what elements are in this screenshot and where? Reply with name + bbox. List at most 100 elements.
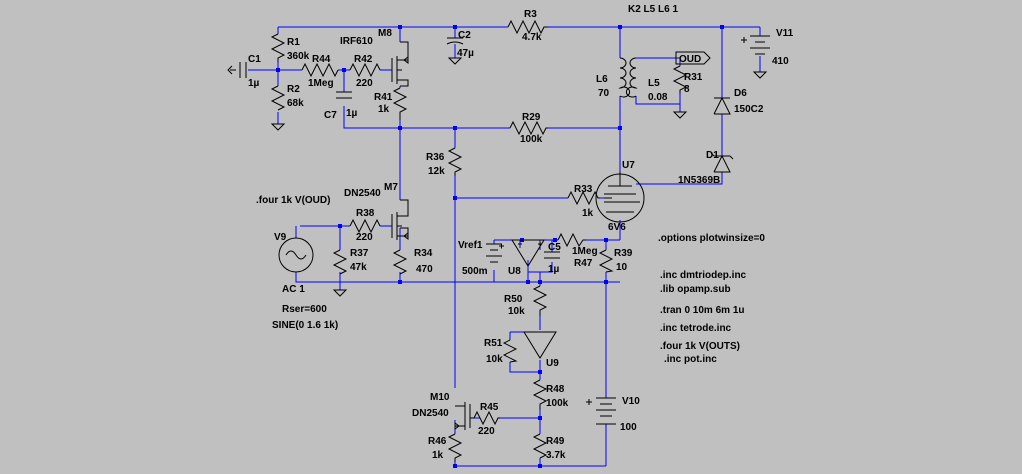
resistor-R1: R1 360k — [270, 33, 310, 62]
C2-value: 47µ — [457, 48, 474, 59]
tube-U7: U7 6V6 — [595, 160, 645, 233]
R45-value: 220 — [478, 426, 495, 437]
R47-value: 1Meg — [572, 246, 598, 257]
resistor-R44: R44 1Meg — [301, 54, 339, 89]
directive-options: .options plotwinsize=0 — [658, 233, 765, 244]
junctions — [276, 25, 724, 468]
R46-value: 1k — [432, 450, 444, 461]
resistor-R38: R38 220 — [349, 208, 381, 243]
directive-inc-dmtriodep: .inc dmtriodep.inc — [660, 270, 747, 281]
R29-value: 100k — [520, 134, 543, 145]
R33-ref: R33 — [574, 184, 593, 195]
spice-directives: .options plotwinsize=0 .inc dmtriodep.in… — [658, 233, 765, 365]
C1-value: 1µ — [248, 78, 260, 89]
resistor-R42: R42 220 — [349, 54, 381, 89]
V11-ref: V11 — [776, 28, 794, 39]
resistor-R47: R47 1Meg — [557, 232, 598, 269]
D1-model: 1N5369B — [678, 175, 720, 186]
resistor-R37: R37 47k — [332, 248, 369, 275]
R38-ref: R38 — [356, 208, 375, 219]
resistor-R48: R48 100k — [532, 379, 569, 410]
C7-value: 1µ — [346, 108, 358, 119]
V10-ref: V10 — [622, 396, 640, 407]
four-oud-directive: .four 1k V(OUD) — [256, 195, 330, 206]
C7-ref: C7 — [324, 110, 337, 121]
directive-four-outs: .four 1k V(OUTS) — [660, 341, 740, 352]
inductor-L5: L5 0.08 — [625, 57, 668, 103]
L5-value: 0.08 — [648, 92, 668, 103]
D6-model: 150C2 — [734, 104, 764, 115]
R45-ref: R45 — [480, 402, 499, 413]
coupling-directive: K2 L5 L6 1 — [628, 4, 678, 15]
capacitor-C1: C1 1µ — [227, 54, 261, 89]
U9-ref: U9 — [546, 358, 559, 369]
R42-ref: R42 — [354, 54, 373, 65]
R38-value: 220 — [356, 232, 373, 243]
V10-value: 100 — [620, 422, 637, 433]
M7-ref: M7 — [384, 182, 398, 193]
R44-ref: R44 — [312, 54, 331, 65]
resistor-R41: R41 1k — [374, 87, 408, 120]
R46-ref: R46 — [428, 436, 447, 447]
R31-ref: R31 — [684, 72, 703, 83]
resistor-R33: R33 1k — [567, 184, 600, 219]
R49-value: 3.7k — [546, 450, 566, 461]
directive-lib-opamp: .lib opamp.sub — [660, 284, 731, 295]
R37-ref: R37 — [350, 248, 369, 259]
L5-ref: L5 — [648, 78, 660, 89]
R51-value: 10k — [486, 354, 503, 365]
C5-ref: C5 — [548, 242, 561, 253]
M8-model: IRF610 — [340, 36, 373, 47]
R29-ref: R29 — [522, 112, 541, 123]
oud-label: OUD — [679, 54, 701, 65]
R50-ref: R50 — [504, 294, 523, 305]
M8-ref: M8 — [378, 28, 392, 39]
Vref1-ref: Vref1 — [458, 240, 483, 251]
R48-value: 100k — [546, 398, 569, 409]
resistor-R51: R51 10k — [484, 338, 518, 365]
R1-ref: R1 — [287, 37, 300, 48]
V9-ref: V9 — [274, 232, 287, 243]
resistor-R50: R50 10k — [504, 285, 548, 317]
M7-model: DN2540 — [344, 188, 381, 199]
resistor-R3: R3 4.7k — [507, 9, 548, 43]
R36-ref: R36 — [426, 152, 445, 163]
R41-ref: R41 — [374, 92, 393, 103]
directive-inc-tetrode: .inc tetrode.inc — [660, 323, 732, 334]
V9-rser: Rser=600 — [282, 304, 327, 315]
C5-value: 1µ — [548, 264, 560, 275]
resistor-R36: R36 12k — [426, 147, 463, 177]
R3-ref: R3 — [524, 9, 537, 20]
net-label-oud: OUD — [675, 51, 711, 65]
resistor-R2: R2 68k — [270, 84, 304, 111]
R39-ref: R39 — [614, 248, 633, 259]
R42-value: 220 — [356, 78, 373, 89]
R37-value: 47k — [350, 262, 367, 273]
capacitor-C2: C2 47µ — [446, 30, 474, 65]
D6-ref: D6 — [734, 88, 747, 99]
R34-ref: R34 — [414, 248, 433, 259]
resistor-R34: R34 470 — [392, 248, 433, 275]
R36-value: 12k — [428, 166, 445, 177]
Vref1-value: 500m — [462, 266, 488, 277]
R39-value: 10 — [616, 262, 628, 273]
diode-D6: D6 150C2 — [713, 88, 764, 115]
U8-ref: U8 — [508, 266, 521, 277]
voltage-source-Vref1: Vref1 500m — [458, 240, 504, 277]
R33-value: 1k — [582, 208, 594, 219]
opamp-U9: U9 — [523, 331, 559, 369]
ground-symbol-R31 — [672, 111, 688, 119]
R2-value: 68k — [287, 98, 304, 109]
U7-model: 6V6 — [608, 222, 626, 233]
U7-ref: U7 — [622, 160, 635, 171]
R47-ref: R47 — [574, 258, 593, 269]
mosfet-M10: M10 DN2540 — [412, 392, 474, 430]
R31-value: 8 — [684, 84, 690, 95]
R50-value: 10k — [508, 306, 525, 317]
ground-symbol-R2 — [270, 123, 286, 131]
mosfet-M8: M8 IRF610 — [340, 28, 409, 87]
R2-ref: R2 — [287, 84, 300, 95]
V11-value: 410 — [772, 56, 789, 67]
